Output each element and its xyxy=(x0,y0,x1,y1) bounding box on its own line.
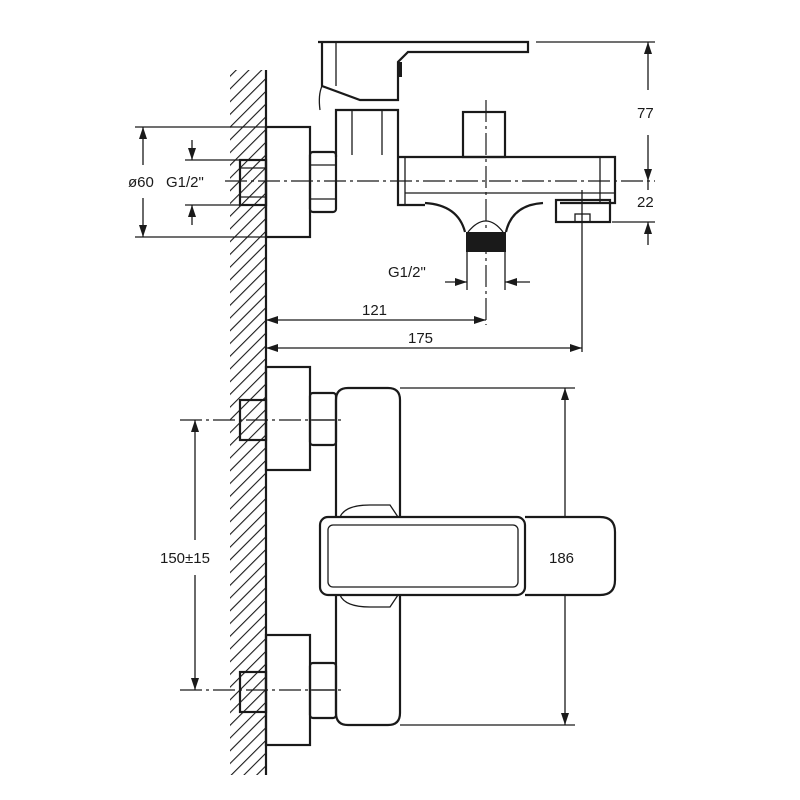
dim-121: 121 xyxy=(362,302,387,319)
spout xyxy=(396,155,617,207)
nut-top xyxy=(308,391,338,447)
wall-hatch xyxy=(230,70,268,775)
side-view xyxy=(225,40,655,352)
flange-top xyxy=(264,365,312,472)
lever-handle xyxy=(318,40,530,102)
side-dimensions: 77 22 ø60 G1/2" G1/2" 121 175 xyxy=(128,41,655,352)
dim-186: 186 xyxy=(549,550,574,567)
dim-inlet-thread: G1/2" xyxy=(166,174,204,191)
front-dimensions: 150±15 186 xyxy=(160,387,575,726)
dim-outlet-thread: G1/2" xyxy=(388,264,426,281)
dim-77: 77 xyxy=(637,105,654,122)
dim-175: 175 xyxy=(408,330,433,347)
dim-22: 22 xyxy=(637,194,654,211)
handle-front xyxy=(318,515,527,597)
nut xyxy=(308,150,338,214)
diverter-knob xyxy=(461,110,507,159)
mixer-body xyxy=(334,386,402,727)
front-view xyxy=(180,365,617,747)
dim-inlet-spacing: 150±15 xyxy=(160,550,210,567)
dim-flange-diameter: ø60 xyxy=(128,174,154,191)
flange xyxy=(264,125,312,239)
